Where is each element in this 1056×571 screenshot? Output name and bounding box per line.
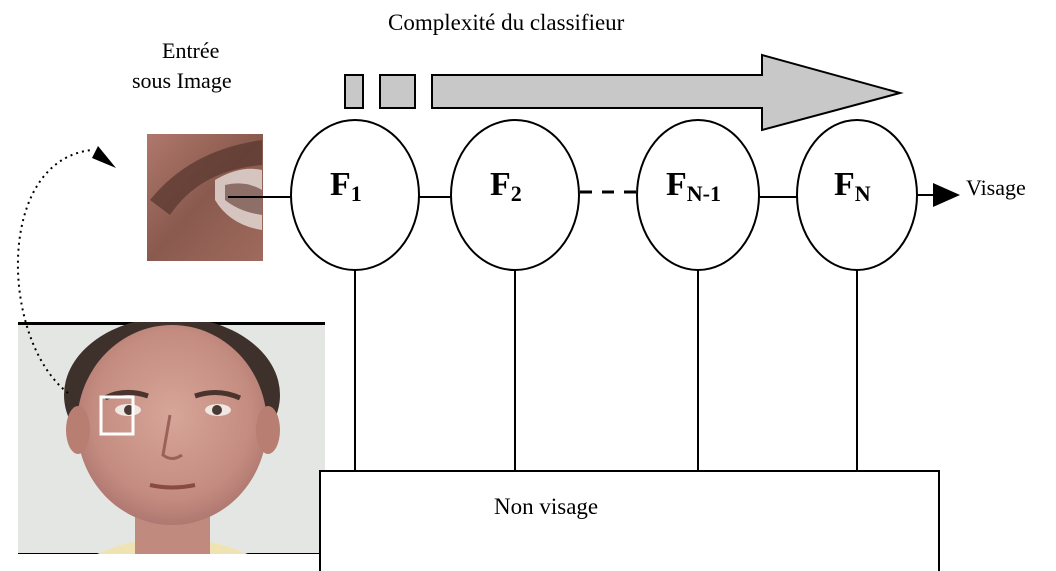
input-label-line1: Entrée (162, 38, 220, 63)
complexity-title: Complexité du classifieur (388, 10, 625, 35)
input-label-line2: sous Image (132, 68, 232, 93)
output-arrow-icon (917, 183, 960, 207)
visage-output-label: Visage (966, 175, 1026, 200)
non-visage-box (319, 470, 940, 571)
stage-fn-label: FN (834, 166, 871, 206)
stage-f2-label: F2 (490, 166, 522, 206)
stage-f1-label: F1 (330, 166, 362, 206)
dotted-curved-arrow-icon (17, 146, 116, 394)
stage-fn1-label: FN-1 (666, 166, 721, 206)
non-visage-label: Non visage (494, 494, 599, 519)
selection-box (99, 395, 135, 436)
complexity-arrow-icon (344, 53, 904, 132)
face-photo (18, 322, 325, 554)
